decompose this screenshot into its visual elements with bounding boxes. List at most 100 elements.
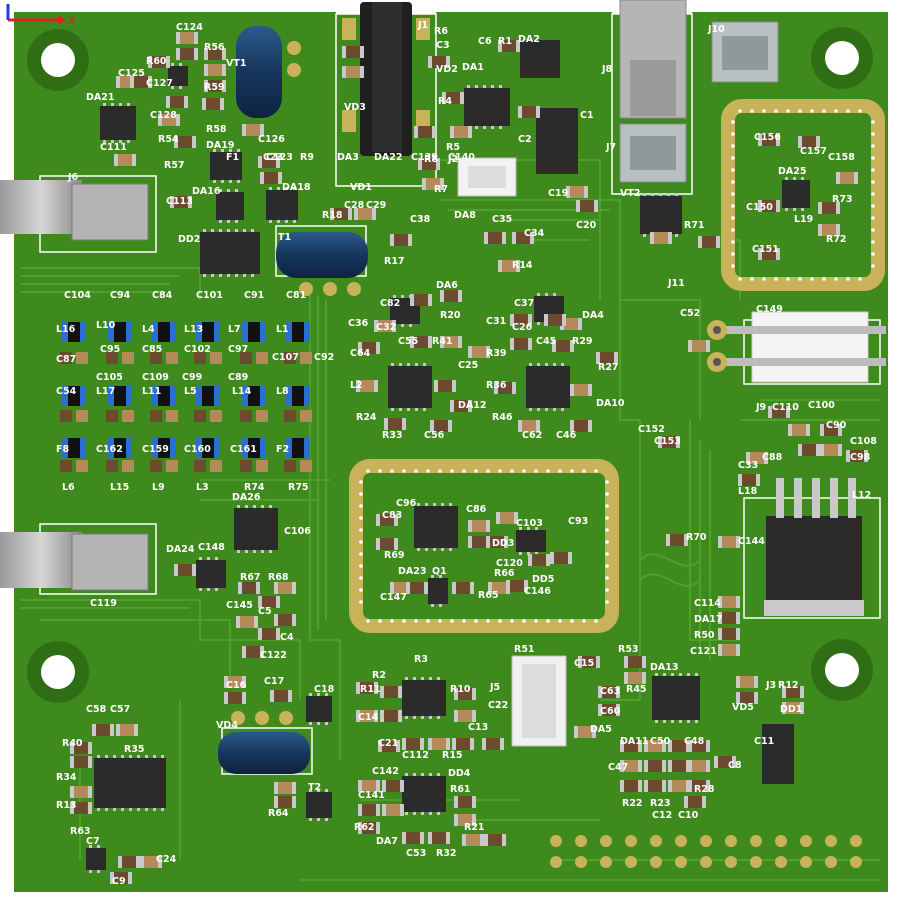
silkscreen-label: R71 bbox=[684, 220, 705, 231]
silkscreen-label: DA16 bbox=[192, 186, 221, 197]
silkscreen-label: C25 bbox=[458, 360, 478, 371]
silkscreen-label: R46 bbox=[492, 412, 513, 423]
silkscreen-label: R4 bbox=[438, 96, 452, 107]
silkscreen-label: DD4 bbox=[448, 768, 471, 779]
silkscreen-label: R45 bbox=[626, 684, 647, 695]
silkscreen-label: R58 bbox=[206, 124, 227, 135]
silkscreen-label: C142 bbox=[372, 766, 399, 777]
silkscreen-label: C88 bbox=[762, 452, 783, 463]
silkscreen-label: R69 bbox=[384, 550, 405, 561]
silkscreen-label: DA24 bbox=[166, 544, 195, 555]
silkscreen-label: L5 bbox=[184, 386, 197, 397]
silkscreen-label: R5 bbox=[446, 142, 460, 153]
silkscreen-label: C87 bbox=[56, 354, 76, 365]
silkscreen-label: L4 bbox=[142, 324, 155, 335]
silkscreen-label: C18 bbox=[314, 684, 335, 695]
silkscreen-label: C162 bbox=[96, 444, 123, 455]
silkscreen-label: C98 bbox=[850, 452, 871, 463]
silkscreen-label: DA10 bbox=[596, 398, 625, 409]
silkscreen-label: C64 bbox=[350, 348, 371, 359]
silkscreen-label: C153 bbox=[654, 436, 681, 447]
silkscreen-label: L17 bbox=[96, 386, 115, 397]
silkscreen-label: VD5 bbox=[732, 702, 754, 713]
silkscreen-label: C29 bbox=[366, 200, 386, 211]
silkscreen-label: C156 bbox=[754, 132, 781, 143]
axis-x-label: x bbox=[68, 13, 76, 28]
silkscreen-label: DA6 bbox=[436, 280, 458, 291]
silkscreen-label: R6 bbox=[434, 26, 448, 37]
silkscreen-label: C45 bbox=[536, 336, 556, 347]
silkscreen-label: C38 bbox=[410, 214, 431, 225]
silkscreen-label: L18 bbox=[738, 486, 758, 497]
silkscreen-label: R72 bbox=[826, 234, 847, 245]
silkscreen-label: R51 bbox=[514, 644, 535, 655]
silkscreen-label: C86 bbox=[466, 504, 487, 515]
silkscreen-label: C147 bbox=[380, 592, 407, 603]
silkscreen-label: R9 bbox=[300, 152, 314, 163]
silkscreen-label: C3 bbox=[436, 40, 450, 51]
silkscreen-label: R36 bbox=[486, 380, 507, 391]
silkscreen-label: C157 bbox=[800, 146, 827, 157]
silkscreen-label: C36 bbox=[348, 318, 369, 329]
silkscreen-label: R15 bbox=[442, 750, 463, 761]
silkscreen-label: DA21 bbox=[86, 92, 114, 103]
silkscreen-label: C124 bbox=[176, 22, 203, 33]
silkscreen-label: R17 bbox=[384, 256, 405, 267]
silkscreen-label: L16 bbox=[56, 324, 76, 335]
silkscreen-label: C149 bbox=[756, 304, 783, 315]
silkscreen-label: C81 bbox=[286, 290, 306, 301]
silkscreen-label: C92 bbox=[314, 352, 334, 363]
silkscreen-label: J2 bbox=[447, 154, 458, 165]
silkscreen-label: C82 bbox=[380, 298, 400, 309]
silkscreen-label: C103 bbox=[516, 518, 543, 529]
silkscreen-label: DD5 bbox=[532, 574, 554, 585]
silkscreen-label: C126 bbox=[258, 134, 285, 145]
silkscreen-label: DA12 bbox=[458, 400, 486, 411]
silkscreen-label: R66 bbox=[494, 568, 515, 579]
silkscreen-label: C140 bbox=[448, 152, 475, 163]
silkscreen-label: C1 bbox=[580, 110, 594, 121]
silkscreen-label: L14 bbox=[232, 386, 252, 397]
silkscreen-label: DD2 bbox=[178, 234, 200, 245]
silkscreen-label: R50 bbox=[694, 630, 715, 641]
silkscreen-label: J7 bbox=[605, 142, 616, 153]
silkscreen-label: R20 bbox=[440, 310, 461, 321]
silkscreen-label: C37 bbox=[514, 298, 534, 309]
silkscreen-label: L13 bbox=[184, 324, 203, 335]
jst-connector-j2 bbox=[457, 157, 517, 197]
silkscreen-label: C122 bbox=[260, 650, 287, 661]
silkscreen-label: C2 bbox=[518, 134, 532, 145]
silkscreen-label: C113 bbox=[166, 196, 193, 207]
silkscreen-label: C146 bbox=[524, 586, 551, 597]
silkscreen-label: C159 bbox=[142, 444, 169, 455]
silkscreen-label: J3 bbox=[765, 680, 776, 691]
silkscreen-label: C152 bbox=[638, 424, 665, 435]
silkscreen-label: J10 bbox=[707, 24, 725, 35]
silkscreen-label: C120 bbox=[496, 558, 523, 569]
silkscreen-label: J9 bbox=[755, 402, 766, 413]
silkscreen-label: R14 bbox=[512, 260, 533, 271]
silkscreen-label: R21 bbox=[464, 822, 485, 833]
silkscreen-label: C96 bbox=[396, 498, 417, 509]
silkscreen-label: L7 bbox=[228, 324, 241, 335]
silkscreen-label: C100 bbox=[808, 400, 835, 411]
silkscreen-label: C144 bbox=[738, 536, 765, 547]
silkscreen-label: R23 bbox=[650, 798, 671, 809]
silkscreen-label: C90 bbox=[826, 420, 847, 431]
silkscreen-label: C46 bbox=[556, 430, 577, 441]
silkscreen-label: R2 bbox=[372, 670, 386, 681]
silkscreen-label: C8 bbox=[728, 760, 742, 771]
silkscreen-label: DA19 bbox=[206, 140, 234, 151]
silkscreen-label: R27 bbox=[598, 362, 619, 373]
silkscreen-label: C94 bbox=[110, 290, 131, 301]
silkscreen-label: DA25 bbox=[778, 166, 806, 177]
silkscreen-label: C53 bbox=[406, 848, 426, 859]
silkscreen-label: R34 bbox=[56, 772, 77, 783]
silkscreen-label: F2 bbox=[276, 444, 289, 455]
silkscreen-label: R56 bbox=[204, 42, 225, 53]
silkscreen-label: C24 bbox=[156, 854, 177, 865]
silkscreen-label: C106 bbox=[284, 526, 311, 537]
silkscreen-label: DA5 bbox=[590, 724, 612, 735]
silkscreen-label: L3 bbox=[196, 482, 209, 493]
